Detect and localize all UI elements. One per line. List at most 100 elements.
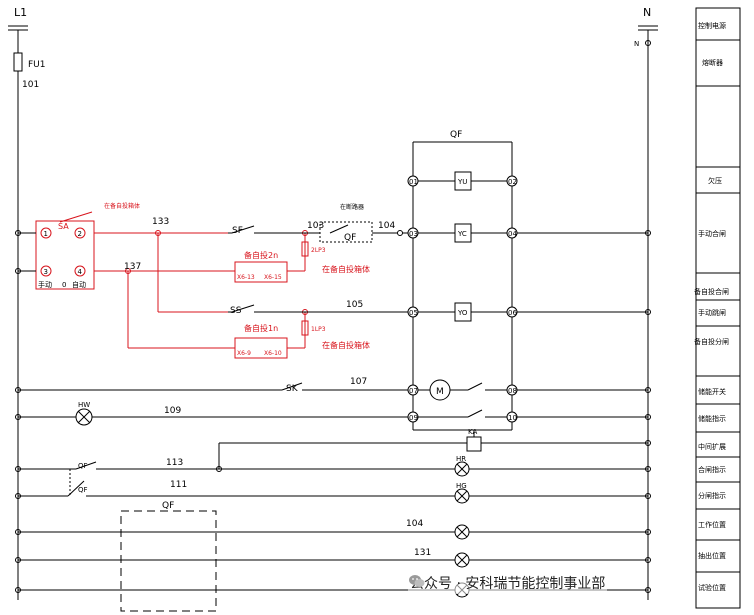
wechat-icon — [409, 575, 425, 587]
watermark-text: 公众号 · 安科瑞节能控制事业部 — [410, 576, 606, 592]
n-label: N — [643, 6, 651, 19]
ss-label: SS — [230, 306, 242, 316]
watermark: 公众号 · 安科瑞节能控制事业部 — [408, 572, 608, 594]
note-a: 在备自投箱体 — [322, 264, 370, 274]
fuse-symbol — [13, 52, 23, 72]
legend-column: 控制电源 熔断器 欠压 手动合闸 备自投合闸 手动跳闸 备自投分闸 储能开关 储… — [694, 7, 741, 609]
legend-storage-indicator: 储能指示 — [698, 414, 726, 423]
wire-105-label: 105 — [346, 300, 363, 310]
legend-close-indicator: 合闸指示 — [698, 465, 726, 474]
wire-137-label: 137 — [124, 262, 141, 272]
qf-contact-label: QF — [344, 233, 356, 243]
svg-text:06: 06 — [508, 309, 517, 317]
legend-work-position: 工作位置 — [698, 520, 726, 529]
wire-113-label: 113 — [166, 458, 183, 468]
svg-text:X6-9: X6-9 — [237, 350, 251, 357]
row-trip-indicator: QF 111 HG — [18, 469, 648, 504]
svg-text:YU: YU — [457, 178, 467, 186]
svg-text:YC: YC — [457, 230, 467, 238]
row-manual-trip: SS 105 — [228, 300, 413, 316]
legend-fuse: 熔断器 — [702, 58, 723, 67]
svg-text:01: 01 — [409, 178, 418, 186]
svg-text:02: 02 — [508, 178, 517, 186]
svg-text:M: M — [436, 387, 444, 397]
wire-109-label: 109 — [164, 406, 181, 416]
svg-text:备自投1n: 备自投1n — [244, 323, 278, 333]
legend-auto-trip: 备自投分闸 — [694, 337, 729, 346]
wire-104b-label: 104 — [406, 519, 423, 529]
legend-storage-switch: 储能开关 — [698, 387, 726, 396]
sa-label: SA — [58, 222, 69, 231]
legend-trip-indicator: 分闸指示 — [698, 491, 726, 500]
note-qf: 在断路器 — [340, 203, 364, 211]
wire-111-label: 111 — [170, 480, 187, 490]
svg-text:手动: 手动 — [38, 280, 52, 289]
n-bus: N N — [634, 6, 658, 600]
ka-relay: KA — [216, 428, 648, 472]
lp-a-link — [301, 241, 309, 257]
svg-text:10: 10 — [508, 414, 517, 422]
l1-label: L1 — [14, 6, 27, 19]
wire-104-label: 104 — [378, 221, 395, 231]
breaker-frame: QF YU YC YO M — [412, 130, 513, 431]
svg-text:自动: 自动 — [72, 280, 86, 289]
svg-text:0: 0 — [62, 281, 66, 289]
sa-selector-switch: 在备自投箱体 SA 1 2 3 4 手动 0 自动 — [35, 202, 140, 290]
svg-text:03: 03 — [409, 230, 418, 238]
row-manual-close: SF 103 QF 在断路器 104 — [228, 203, 413, 243]
svg-text:X6-10: X6-10 — [264, 350, 282, 357]
legend-intermediate: 中间扩展 — [698, 442, 726, 451]
row-work-position: 104 — [18, 519, 648, 540]
legend-auto-close: 备自投合闸 — [694, 287, 729, 296]
svg-text:09: 09 — [409, 414, 418, 422]
wire-103-label: 103 — [307, 221, 324, 231]
qf-b-label: QF — [78, 486, 88, 494]
qf-a-label: QF — [78, 462, 88, 470]
auto-box-1n: 备自投1n X6-9 X6-10 在备自投箱体 — [234, 323, 370, 359]
row-storage-indicator: HW 109 — [18, 401, 408, 426]
legend-control-power: 控制电源 — [698, 21, 726, 30]
legend-withdrawn-position: 抽出位置 — [698, 551, 726, 560]
n-small-label: N — [634, 40, 639, 48]
wire-131-label: 131 — [414, 548, 431, 558]
red-wiring: 2LP3 1LP3 — [94, 230, 326, 349]
l1-bus: L1 FU1 101 — [8, 6, 46, 600]
note-sa: 在备自投箱体 — [104, 202, 140, 210]
hg-label: HG — [456, 482, 467, 490]
sk-label: SK — [286, 384, 299, 394]
svg-text:4: 4 — [78, 268, 83, 276]
svg-text:1: 1 — [44, 230, 48, 238]
hw-label: HW — [78, 401, 90, 409]
fuse-label: FU1 — [28, 60, 46, 70]
legend-manual-close: 手动合闸 — [698, 229, 726, 238]
svg-text:X6-15: X6-15 — [264, 274, 282, 281]
svg-text:备自投2n: 备自投2n — [244, 250, 278, 260]
svg-text:2: 2 — [78, 230, 82, 238]
lp-b-link — [301, 320, 309, 336]
legend-test-position: 试验位置 — [698, 583, 726, 592]
svg-text:3: 3 — [44, 268, 48, 276]
qf-dashed-label: QF — [162, 501, 174, 511]
auto-box-2n: 备自投2n X6-13 X6-15 在备自投箱体 — [234, 250, 370, 283]
svg-text:KA: KA — [468, 428, 477, 436]
svg-text:05: 05 — [409, 309, 418, 317]
qf-position-box: QF — [120, 501, 217, 612]
svg-text:2LP3: 2LP3 — [311, 247, 326, 254]
row-energy-storage: SK 107 — [18, 377, 408, 394]
svg-text:07: 07 — [409, 387, 418, 395]
wire-133-label: 133 — [152, 217, 169, 227]
qf-frame-label: QF — [450, 130, 462, 140]
breaker-pins: 01 02 03 04 05 06 07 08 09 10 — [407, 175, 518, 423]
legend-manual-trip: 手动跳闸 — [698, 308, 726, 317]
legend-undervoltage: 欠压 — [708, 176, 722, 185]
svg-text:YO: YO — [457, 309, 468, 317]
wire-107-label: 107 — [350, 377, 367, 387]
svg-text:04: 04 — [508, 230, 517, 238]
sf-label: SF — [232, 226, 243, 236]
row-close-indicator: QF 113 HR — [18, 455, 648, 477]
svg-text:1LP3: 1LP3 — [311, 326, 326, 333]
row-withdrawn-position: 131 — [18, 548, 648, 568]
svg-text:X6-13: X6-13 — [237, 274, 255, 281]
bus-terminals — [15, 40, 651, 593]
